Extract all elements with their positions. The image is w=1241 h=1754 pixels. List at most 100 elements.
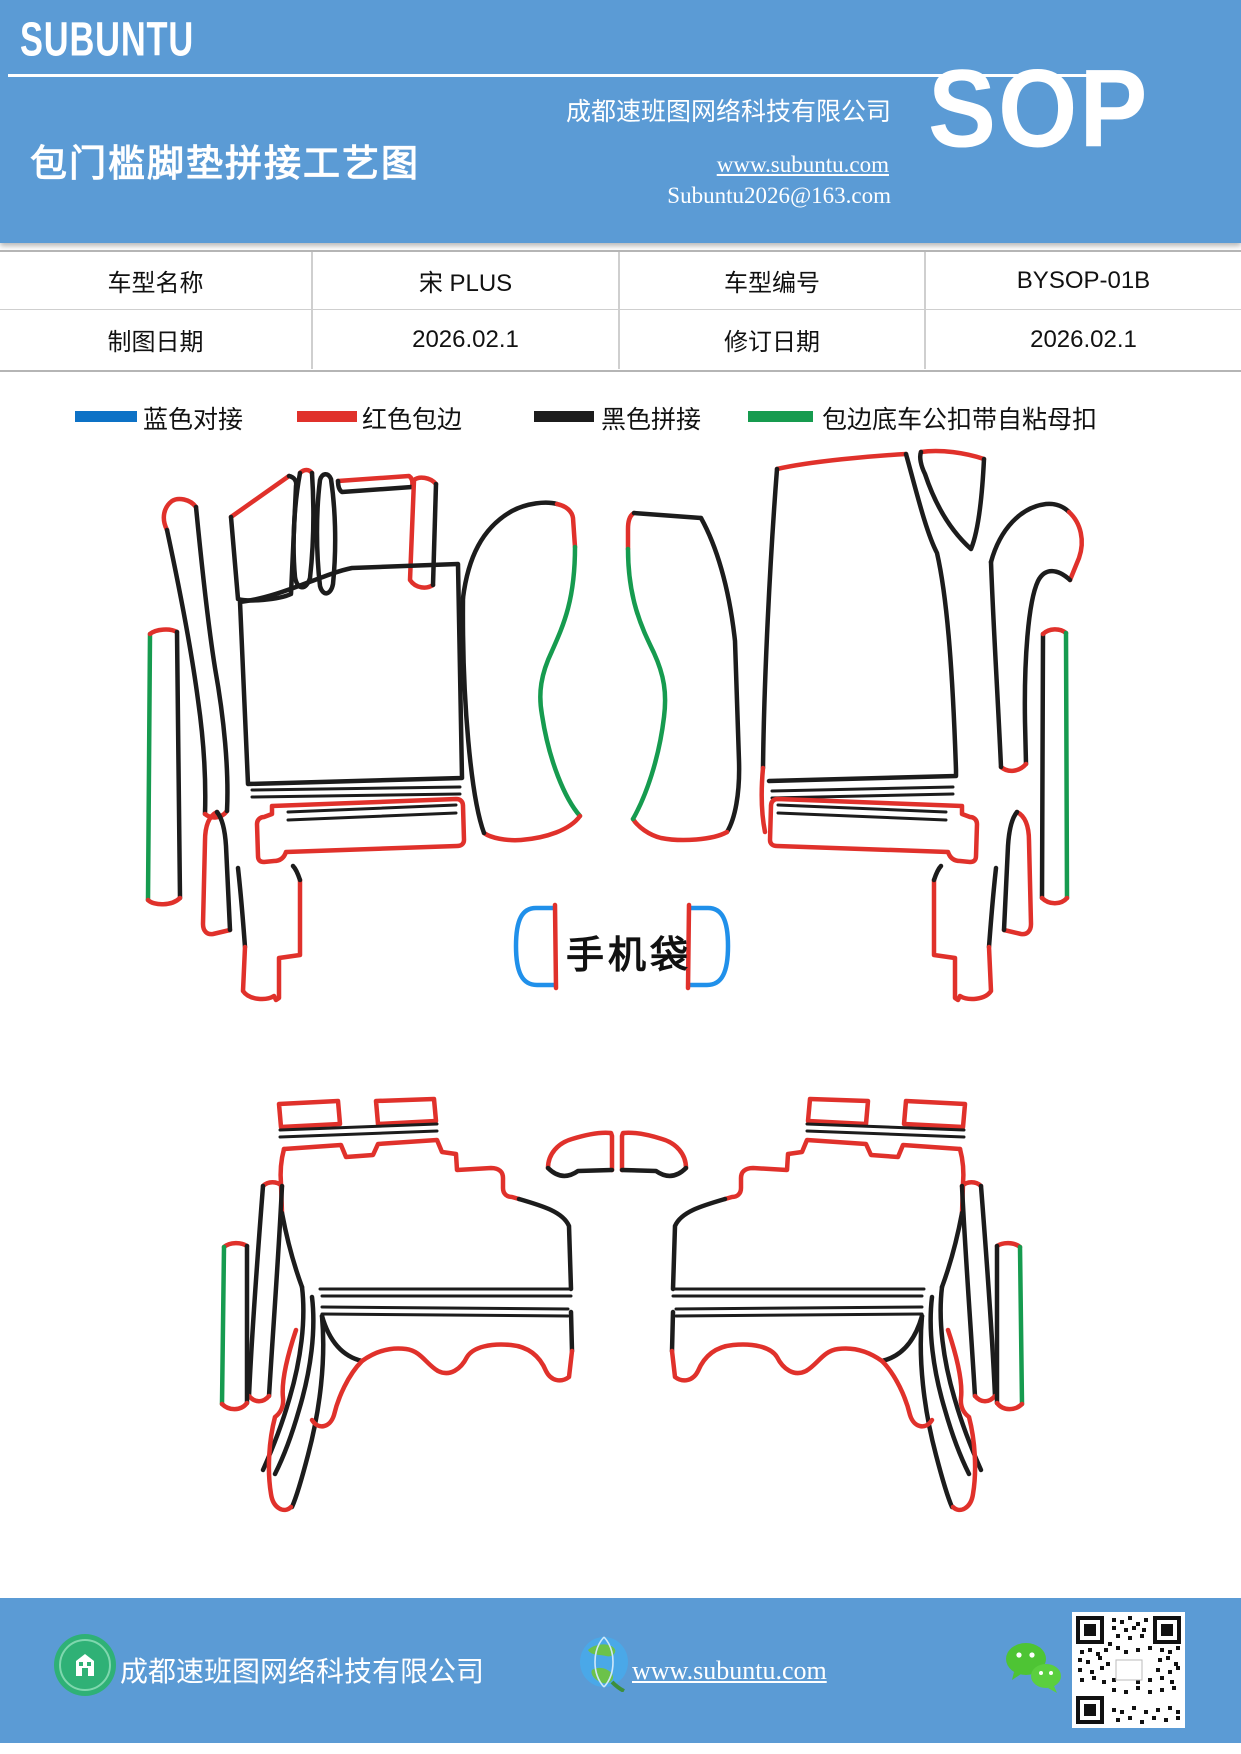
black-edge [978, 1183, 998, 1399]
table-cell-model-value: 宋 PLUS [313, 252, 620, 310]
red-edge [625, 510, 637, 552]
red-edge [228, 473, 292, 520]
red-edge [219, 1400, 250, 1412]
black-splice-line [278, 1129, 439, 1139]
wechat-icon [1006, 1643, 1061, 1693]
rear-center-left-wing [545, 1130, 615, 1179]
black-edge [988, 559, 1004, 770]
header-company-name: 成都速班图网络科技有限公司 [565, 99, 891, 126]
black-edge [193, 504, 230, 814]
legend-label-red: 红色包边 [362, 406, 463, 434]
red-edge [407, 475, 439, 590]
black-edge [460, 595, 487, 836]
front-left-heel-bar [254, 796, 467, 865]
front-center-left-tongue [460, 500, 583, 843]
front-right-main-mat [759, 451, 959, 835]
front-right-corner-piece [917, 448, 987, 552]
black-splice-line [278, 1122, 439, 1132]
front-left-top-bar-piece [335, 473, 415, 495]
red-edge [918, 448, 987, 462]
black-edge [246, 1183, 266, 1399]
red-edge [994, 1400, 1025, 1412]
black-edge [460, 500, 560, 601]
legend-label-black: 黑色拼接 [601, 406, 702, 434]
black-edge [931, 863, 944, 883]
black-splice-line [674, 1312, 924, 1318]
green-edge [145, 631, 153, 903]
front-right-sill-strip [1039, 627, 1070, 906]
red-scallop-edge [359, 1342, 575, 1383]
header-email: Subuntu2026@163.com [667, 183, 891, 208]
black-edge [631, 510, 704, 521]
header: SUBUNTU 成都速班图网络科技有限公司 包门槛脚垫拼接工艺图 www.sub… [0, 0, 1241, 243]
front-left-main-mat [237, 561, 465, 799]
black-splice-line [770, 785, 955, 793]
front-left-corner-piece [228, 473, 299, 603]
footer-website-link[interactable]: www.subuntu.com [632, 1656, 827, 1685]
black-edge [289, 1313, 326, 1510]
red-edge [545, 1130, 615, 1173]
globe-icon [580, 1636, 628, 1692]
red-outline [276, 1098, 343, 1130]
legend-label-green: 包边底车公扣带自粘母扣 [822, 406, 1098, 434]
red-outline [373, 1096, 439, 1127]
table-cell-code-value: BYSOP-01B [926, 252, 1241, 310]
black-splice-line [805, 1129, 966, 1139]
green-buckle-edge [625, 546, 668, 822]
black-edge [760, 466, 780, 771]
black-edge [568, 1309, 575, 1354]
rear-left-fork-tail [260, 1284, 365, 1513]
black-edge [698, 515, 742, 835]
red-edge [1001, 809, 1034, 937]
red-edge [481, 813, 583, 843]
red-edge [309, 1358, 365, 1429]
rear-right-narrow-strip [959, 1180, 998, 1404]
blue-butt-joint-edge [687, 905, 731, 988]
red-edge [161, 496, 199, 533]
red-edge [554, 501, 578, 550]
red-edge [1040, 627, 1069, 637]
front-left-boot-piece [161, 496, 230, 820]
red-scallop-edge [669, 1342, 885, 1383]
red-edge [240, 877, 303, 1003]
red-edge [994, 1240, 1023, 1250]
black-edge [939, 1210, 965, 1290]
table-cell-model-label: 车型名称 [0, 252, 313, 310]
red-edge [200, 809, 233, 937]
rear-right-tabs [805, 1096, 968, 1139]
black-edge [766, 451, 959, 784]
black-splice-line [674, 1305, 924, 1311]
rear-right-main-mat [669, 1137, 966, 1383]
black-edge [879, 1313, 925, 1364]
red-edge [1066, 509, 1084, 583]
black-edge [988, 501, 1072, 565]
table-cell-date-value: 2026.02.1 [313, 310, 620, 369]
black-edge [430, 481, 439, 588]
front-center-right-tongue [625, 510, 742, 843]
black-edge [174, 629, 183, 901]
red-edge [722, 1137, 963, 1202]
black-splice-line [286, 803, 458, 814]
black-edge [516, 1196, 574, 1292]
black-splice-line [250, 792, 462, 799]
rear-left-narrow-strip [246, 1180, 285, 1404]
phone-bag-right-bracket [685, 902, 731, 991]
sop-badge: SOP [928, 47, 1150, 171]
black-edge [1022, 568, 1073, 767]
red-edge [945, 1327, 978, 1513]
black-splice-line [250, 785, 462, 792]
phone-bag-left-bracket [513, 902, 559, 991]
header-website-link[interactable]: www.subuntu.com [716, 152, 889, 177]
legend-swatch-green [748, 411, 813, 422]
phone-bag-label: 手机袋 [566, 935, 693, 977]
red-edge [879, 1358, 935, 1429]
front-left-outer-tail [200, 809, 233, 937]
table-cell-date-label: 制图日期 [0, 310, 313, 369]
rear-left-tabs [276, 1096, 439, 1139]
green-edge [219, 1244, 227, 1407]
black-splice-line [770, 792, 955, 800]
black-edge [986, 865, 999, 950]
black-edge [235, 865, 248, 950]
red-edge [619, 1130, 689, 1173]
